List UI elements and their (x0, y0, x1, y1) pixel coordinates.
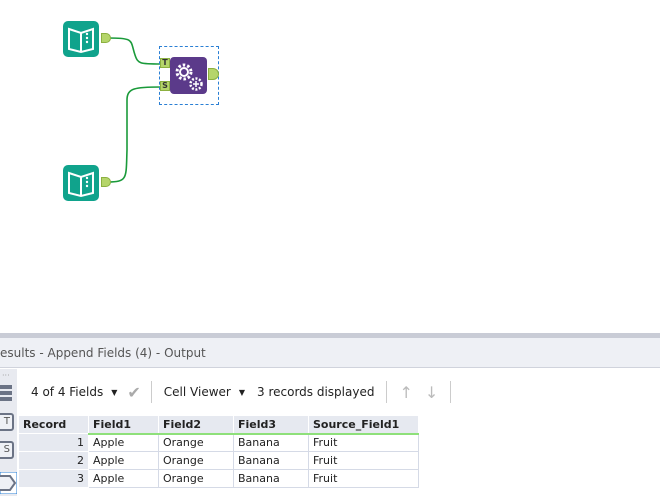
list-icon[interactable] (0, 383, 14, 403)
divider (450, 381, 452, 403)
cell[interactable]: Apple (88, 433, 159, 452)
cell[interactable]: Banana (233, 451, 309, 470)
results-grid: Record Field1 Field2 Field3 Source_Field… (18, 415, 419, 488)
s-input-button[interactable]: S (0, 441, 14, 459)
results-toolbar: 4 of 4 Fields ▼ ✔ Cell Viewer ▼ 3 records … (17, 373, 660, 411)
gears-icon (170, 57, 207, 94)
divider (386, 381, 388, 403)
pane-splitter[interactable] (0, 333, 660, 338)
cell[interactable]: Fruit (308, 469, 419, 488)
cell[interactable]: Apple (88, 469, 159, 488)
output-anchor[interactable] (101, 33, 111, 43)
record-number: 3 (18, 469, 89, 488)
column-header-source-field1[interactable]: Source_Field1 (308, 415, 419, 435)
record-number: 2 (18, 451, 89, 470)
book-icon (63, 21, 99, 57)
arrow-up-icon[interactable]: ↑ (399, 382, 413, 402)
arrow-down-icon[interactable]: ↓ (424, 382, 439, 402)
column-header-record[interactable]: Record (18, 415, 89, 434)
divider (150, 381, 152, 403)
column-header-field2[interactable]: Field2 (158, 415, 234, 435)
connection-t (107, 37, 162, 65)
connections (107, 37, 162, 183)
connection-s (107, 86, 162, 183)
input-data-tool-2[interactable] (63, 165, 99, 201)
append-fields-tool[interactable] (170, 57, 207, 94)
output-anchor[interactable] (101, 177, 111, 187)
t-input-button[interactable]: T (0, 413, 14, 431)
table-row: 2 Apple Orange Banana Fruit (18, 451, 419, 470)
cell[interactable]: Orange (158, 433, 234, 452)
input-data-tool-1[interactable] (63, 21, 99, 57)
results-title: esults - Append Fields (4) - Output (0, 338, 660, 368)
cell[interactable]: Orange (158, 469, 234, 488)
table-row: 1 Apple Orange Banana Fruit (18, 433, 419, 452)
book-icon (63, 165, 99, 201)
cell-viewer-dropdown[interactable]: Cell Viewer ▼ (158, 385, 251, 399)
header-row: Record Field1 Field2 Field3 Source_Field… (18, 415, 419, 435)
cell[interactable]: Orange (158, 451, 234, 470)
records-count: 3 records displayed (257, 385, 375, 399)
fields-dropdown[interactable]: 4 of 4 Fields ▼ (17, 385, 123, 399)
chevron-down-icon: ▼ (111, 387, 118, 397)
input-anchor-s[interactable]: S (160, 81, 170, 91)
chevron-down-icon: ▼ (238, 387, 245, 397)
output-anchor[interactable] (208, 68, 219, 80)
cell[interactable]: Apple (88, 451, 159, 470)
column-header-field3[interactable]: Field3 (233, 415, 309, 435)
cell-viewer-label: Cell Viewer (163, 385, 231, 399)
cell[interactable]: Fruit (308, 433, 419, 452)
check-icon[interactable]: ✔ (127, 382, 141, 402)
cell[interactable]: Banana (233, 433, 309, 452)
cell[interactable]: Banana (233, 469, 309, 488)
record-number: 1 (18, 433, 89, 452)
column-header-field1[interactable]: Field1 (88, 415, 159, 435)
input-anchor-t[interactable]: T (160, 58, 170, 68)
workflow-canvas[interactable]: T S (0, 0, 660, 333)
grip-icon: ··· (2, 371, 10, 380)
results-left-strip: ··· T S (0, 369, 17, 496)
output-anchor-icon[interactable] (0, 472, 17, 494)
fields-label: 4 of 4 Fields (31, 385, 104, 399)
cell[interactable]: Fruit (308, 451, 419, 470)
table-row: 3 Apple Orange Banana Fruit (18, 469, 419, 488)
